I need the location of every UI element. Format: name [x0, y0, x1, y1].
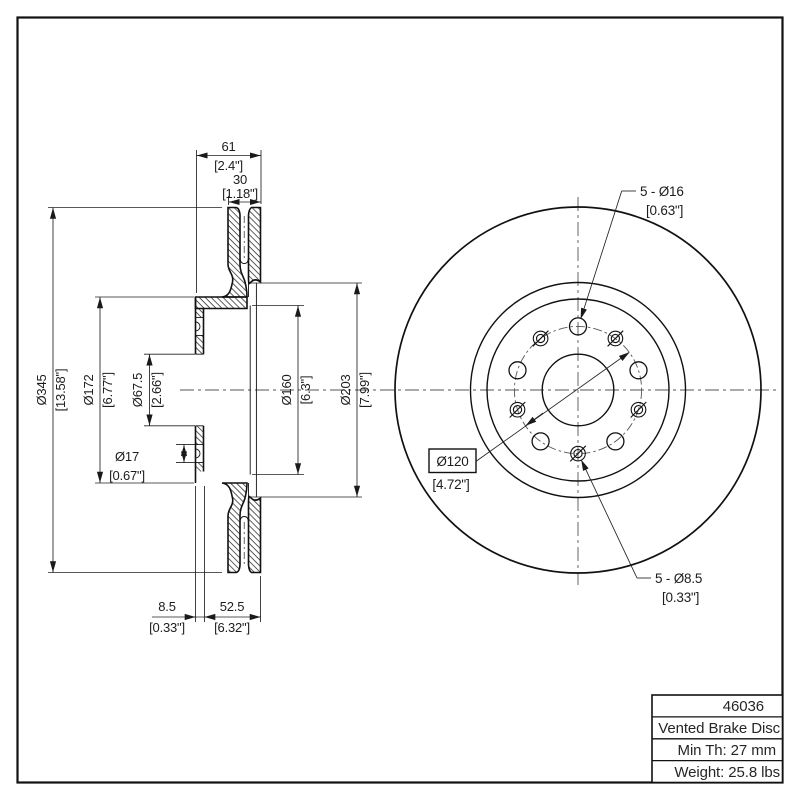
min-thickness: Min Th: 27 mm	[678, 742, 776, 759]
outer-step-circle	[469, 281, 687, 499]
callout-label-inch: [0.33"]	[662, 590, 699, 605]
lug-hole	[508, 361, 527, 380]
dim-label: 30	[233, 172, 247, 187]
callout-label-inch: [0.63"]	[646, 203, 683, 218]
dim-label: Ø172	[81, 374, 96, 405]
dim-outside-diameter: Ø345 [13.58"]	[34, 207, 222, 573]
dim-label: Ø67.5	[130, 373, 145, 407]
dim-bottom: 8.5 [0.33"] 52.5 [6.32"]	[149, 486, 261, 635]
screw-holes	[509, 330, 647, 462]
lug-hole	[606, 432, 625, 451]
screw-hole	[607, 330, 624, 347]
callout-label: Ø120	[436, 454, 468, 469]
dim-label-inch: [13.58"]	[53, 369, 68, 412]
dim-label: Ø203	[338, 374, 353, 405]
dim-ring-thickness: 30 [1.18"]	[222, 172, 261, 206]
dim-label-inch: [6.32"]	[214, 620, 250, 635]
dim-label-inch: [7.99"]	[357, 372, 372, 408]
weight: Weight: 25.8 lbs	[674, 764, 780, 781]
title-block: 46036 Vented Brake Disc Min Th: 27 mm We…	[651, 694, 784, 784]
callout-bolt-circle: Ø120 [4.72"]	[428, 352, 630, 492]
dim-label-inch: [6.77"]	[100, 372, 115, 408]
dim-lug-hole: Ø17 [0.67"]	[109, 444, 195, 483]
screw-hole	[630, 401, 647, 418]
inboard-plate-top	[221, 206, 248, 298]
lug-hole	[568, 317, 588, 336]
dim-label: 8.5	[158, 599, 175, 614]
dim-label-inch: [2.4"]	[214, 158, 243, 173]
dim-label-inch: [1.18"]	[222, 186, 258, 201]
hat-wall-segment	[195, 335, 204, 355]
callout-label: 5 - Ø16	[640, 184, 684, 199]
dim-hat-diameter: Ø172 [6.77"]	[81, 296, 194, 484]
disc-outer-circle	[394, 206, 762, 574]
dim-label: Ø345	[34, 374, 49, 405]
center-bore-circle	[541, 353, 615, 427]
vent-end-bottom	[239, 516, 249, 528]
bolt-circle-label-box	[428, 448, 477, 474]
lug-hole-chamfer-arcs	[195, 321, 201, 459]
product-type: Vented Brake Disc	[658, 720, 780, 737]
part-number: 46036	[723, 698, 764, 715]
callout-lug-holes: 5 - Ø16 [0.63"]	[580, 184, 684, 320]
dim-label-inch: [0.33"]	[149, 620, 185, 635]
screw-hole	[569, 445, 587, 462]
lug-hole-edges	[195, 316, 204, 464]
dim-label-inch: [0.67"]	[109, 468, 145, 483]
page-border	[16, 16, 784, 784]
dim-label: Ø160	[279, 374, 294, 405]
dim-center-bore: Ø67.5 [2.66"]	[130, 353, 195, 427]
lug-holes	[508, 317, 648, 451]
dim-inner-step: Ø160 [6.3"]	[252, 305, 313, 475]
dim-label: 61	[221, 139, 235, 154]
screw-hole	[509, 401, 526, 418]
callout-label-inch: [4.72"]	[432, 477, 469, 492]
dim-label-inch: [2.66"]	[149, 372, 164, 408]
section-view: 61 [2.4"] 30 [1.18"] Ø345 [13.58"]	[34, 139, 778, 635]
callout-label: 5 - Ø8.5	[655, 571, 702, 586]
hat-wall-segment	[195, 462, 204, 472]
hat-wall-segment	[195, 308, 204, 318]
vent-end-top	[239, 252, 249, 264]
inboard-plate-bottom	[221, 482, 248, 574]
dim-label: Ø17	[115, 449, 139, 464]
outboard-plate-bottom	[247, 495, 262, 574]
lug-hole	[629, 361, 648, 380]
front-view: 5 - Ø16 [0.63"] Ø120 [4.72"] 5 - Ø8.5 [0…	[394, 184, 762, 605]
center-bore-edges	[195, 353, 204, 427]
section-part-geometry	[194, 206, 262, 574]
hat-flange-top	[194, 296, 248, 310]
screw-hole	[532, 330, 549, 347]
hat-wall-segment	[195, 425, 204, 445]
hat-circle	[486, 298, 670, 482]
dim-total-width: 61 [2.4"]	[196, 139, 262, 293]
outboard-plate-top	[247, 206, 262, 285]
lug-hole	[531, 432, 550, 451]
callout-screw-holes: 5 - Ø8.5 [0.33"]	[581, 459, 702, 605]
dim-outer-step: Ø203 [7.99"]	[250, 282, 372, 498]
dim-label: 52.5	[220, 599, 245, 614]
dim-label-inch: [6.3"]	[298, 376, 313, 405]
